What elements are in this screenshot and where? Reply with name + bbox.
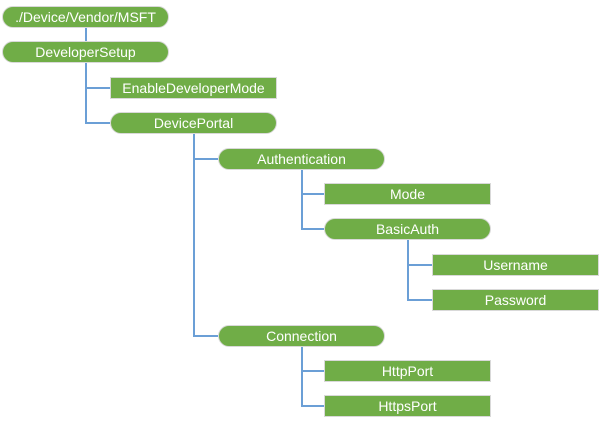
tree-node-connection: Connection <box>218 324 385 347</box>
connector-line <box>301 228 324 231</box>
connector-line <box>85 122 110 125</box>
tree-node-basicauth: BasicAuth <box>324 218 491 241</box>
connector-line <box>301 370 324 372</box>
connector-line <box>85 86 110 89</box>
connector-line <box>300 169 303 231</box>
tree-node-developersetup: DeveloperSetup <box>2 41 169 64</box>
connector-line <box>407 263 432 266</box>
tree-node-httpsport: HttpsPort <box>324 395 491 418</box>
connector-line <box>193 157 218 160</box>
tree-node-enabledevelopermode: EnableDeveloperMode <box>110 76 277 99</box>
connector-line <box>193 334 218 337</box>
tree-node-mode: Mode <box>324 183 491 205</box>
connector-line <box>407 299 432 302</box>
tree-node-password: Password <box>432 289 599 312</box>
connector-line <box>300 346 303 408</box>
tree-node-root: ./Device/Vendor/MSFT <box>2 6 169 28</box>
connector-line <box>301 193 324 195</box>
tree-node-deviceportal: DevicePortal <box>110 112 277 135</box>
connector-line <box>84 28 87 42</box>
tree-node-username: Username <box>432 253 599 276</box>
connector-line <box>192 134 195 337</box>
connector-line <box>84 63 87 125</box>
connector-line <box>406 240 409 302</box>
connector-line <box>301 405 324 408</box>
tree-node-httpport: HttpPort <box>324 360 491 382</box>
tree-node-authentication: Authentication <box>218 147 385 170</box>
